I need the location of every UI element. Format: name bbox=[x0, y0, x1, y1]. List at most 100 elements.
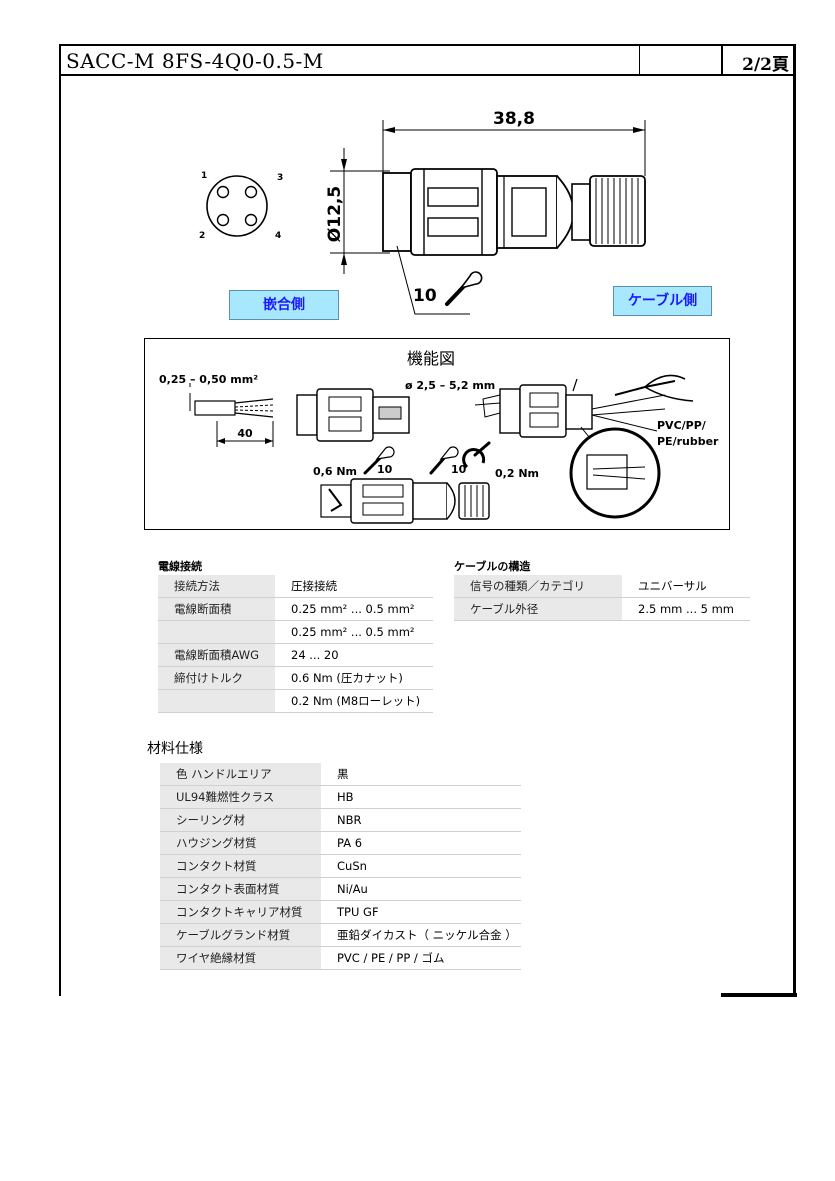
table-row: 締付けトルク 0.6 Nm (圧カナット) bbox=[158, 666, 433, 690]
connector-dimension-drawing: 38,8 Ø12,5 10 bbox=[325, 109, 646, 315]
pin-label-4: 4 bbox=[275, 231, 281, 241]
connector-stage-1 bbox=[296, 388, 410, 442]
cable-diameter-label: ø 2,5 – 5,2 mm bbox=[405, 379, 496, 392]
pin-label-3: 3 bbox=[277, 173, 283, 183]
table-row: コンタクト材質 CuSn bbox=[160, 854, 521, 878]
table-row: UL94難燃性クラス HB bbox=[160, 785, 521, 809]
page-number: 2/2頁 bbox=[742, 55, 789, 75]
table-row: ケーブル外径 2.5 mm ... 5 mm bbox=[454, 597, 750, 621]
wrench-icon bbox=[445, 271, 483, 306]
table-row: ワイヤ絶縁材質 PVC / PE / PP / ゴム bbox=[160, 946, 521, 970]
function-diagram: 機能図 0,25 – 0,50 mm² ø 2,5 – 5,2 mm PVC/P… bbox=[144, 338, 730, 530]
title-block-empty-cell bbox=[639, 46, 722, 74]
stripped-cable-illustration: 40 bbox=[189, 383, 274, 447]
diameter-dimension: Ø12,5 bbox=[325, 186, 345, 242]
table-value: NBR bbox=[321, 808, 521, 832]
cable-structure-title: ケーブルの構造 bbox=[454, 560, 531, 573]
wire-cutter-icon bbox=[614, 374, 694, 402]
assembled-connector bbox=[320, 478, 490, 524]
table-key: コンタクト表面材質 bbox=[160, 877, 321, 901]
cable-structure-table: 信号の種類／カテゴリ ユニバーサル ケーブル外径 2.5 mm ... 5 mm bbox=[454, 575, 750, 621]
table-row: ハウジング材質 PA 6 bbox=[160, 831, 521, 855]
wire-connection-title: 電線接続 bbox=[158, 560, 202, 573]
title-block: SACC-M 8FS-4Q0-0.5-M 2/2頁 bbox=[59, 44, 796, 76]
pin-label-1: 1 bbox=[201, 171, 207, 181]
table-row: 0.25 mm² ... 0.5 mm² bbox=[158, 620, 433, 644]
pin-2 bbox=[216, 213, 230, 227]
pin-4 bbox=[244, 213, 258, 227]
table-key: 色 ハンドルエリア bbox=[160, 763, 321, 786]
length-dimension: 38,8 bbox=[493, 109, 535, 129]
table-key: 接続方法 bbox=[158, 575, 275, 598]
table-key: ケーブルグランド材質 bbox=[160, 923, 321, 947]
table-value: 0.2 Nm (M8ローレット) bbox=[275, 689, 433, 713]
table-value: 0.6 Nm (圧カナット) bbox=[275, 666, 433, 690]
table-value: 24 ... 20 bbox=[275, 643, 433, 667]
table-value: 0.25 mm² ... 0.5 mm² bbox=[275, 597, 433, 621]
connector-body bbox=[382, 168, 646, 256]
table-row: コンタクトキャリア材質 TPU GF bbox=[160, 900, 521, 924]
table-key bbox=[158, 689, 275, 713]
table-key: ハウジング材質 bbox=[160, 831, 321, 855]
table-value: CuSn bbox=[321, 854, 521, 878]
table-value: 2.5 mm ... 5 mm bbox=[622, 597, 750, 621]
table-key: UL94難燃性クラス bbox=[160, 785, 321, 809]
wrench-icon-2 bbox=[429, 446, 459, 475]
cable-side-label: ケーブル側 bbox=[613, 286, 712, 316]
material-spec-title: 材料仕様 bbox=[147, 741, 203, 757]
mating-side-label: 嵌合側 bbox=[229, 290, 339, 320]
table-value: TPU GF bbox=[321, 900, 521, 924]
table-key bbox=[158, 620, 275, 644]
strip-length-label: 40 bbox=[237, 427, 253, 440]
table-row: 接続方法 圧接接続 bbox=[158, 575, 433, 598]
table-value: 0.25 mm² ... 0.5 mm² bbox=[275, 620, 433, 644]
connector-stage-2 bbox=[474, 378, 666, 438]
table-value: PA 6 bbox=[321, 831, 521, 855]
detail-magnifier bbox=[569, 426, 661, 519]
table-key: ワイヤ絶縁材質 bbox=[160, 946, 321, 970]
table-row: コンタクト表面材質 Ni/Au bbox=[160, 877, 521, 901]
function-diagram-drawing: 40 bbox=[189, 374, 694, 524]
table-key: 信号の種類／カテゴリ bbox=[454, 575, 622, 598]
wire-cross-section-label: 0,25 – 0,50 mm² bbox=[159, 373, 259, 386]
table-row: 電線断面積 0.25 mm² ... 0.5 mm² bbox=[158, 597, 433, 621]
pin-layout-diagram: 1 3 2 4 bbox=[199, 171, 283, 241]
wrench-size: 10 bbox=[413, 286, 437, 306]
hook-wrench-icon bbox=[462, 441, 491, 469]
table-row: ケーブルグランド材質 亜鉛ダイカスト（ ニッケル合金 ） bbox=[160, 923, 521, 947]
document-title: SACC-M 8FS-4Q0-0.5-M bbox=[66, 49, 324, 73]
table-value: 黒 bbox=[321, 763, 521, 786]
torque-1-label: 0,6 Nm bbox=[313, 465, 357, 478]
table-key: 電線断面積AWG bbox=[158, 643, 275, 667]
cable-material-label-line1: PVC/PP/ bbox=[657, 419, 706, 432]
connector-face bbox=[206, 175, 268, 237]
table-key: 電線断面積 bbox=[158, 597, 275, 621]
wrench-2-size: 10 bbox=[451, 463, 467, 476]
table-value: 圧接接続 bbox=[275, 575, 433, 598]
wire-connection-table: 接続方法 圧接接続 電線断面積 0.25 mm² ... 0.5 mm² 0.2… bbox=[158, 575, 433, 713]
cable-material-label-line2: PE/rubber bbox=[657, 435, 719, 448]
table-value: ユニバーサル bbox=[622, 575, 750, 598]
table-row: 信号の種類／カテゴリ ユニバーサル bbox=[454, 575, 750, 598]
frame-corner-mark bbox=[721, 993, 797, 997]
wrench-icon-1 bbox=[363, 446, 395, 475]
table-key: シーリング材 bbox=[160, 808, 321, 832]
wrench-1-size: 10 bbox=[377, 463, 393, 476]
pin-label-2: 2 bbox=[199, 231, 205, 241]
table-row: 色 ハンドルエリア 黒 bbox=[160, 763, 521, 786]
pin-1 bbox=[216, 185, 230, 199]
table-value: PVC / PE / PP / ゴム bbox=[321, 946, 521, 970]
table-row: シーリング材 NBR bbox=[160, 808, 521, 832]
function-diagram-title: 機能図 bbox=[407, 349, 456, 368]
table-row: 0.2 Nm (M8ローレット) bbox=[158, 689, 433, 713]
title-block-page-cell: 2/2頁 bbox=[721, 46, 795, 75]
table-value: Ni/Au bbox=[321, 877, 521, 901]
table-value: 亜鉛ダイカスト（ ニッケル合金 ） bbox=[321, 923, 521, 947]
material-spec-table: 色 ハンドルエリア 黒 UL94難燃性クラス HB シーリング材 NBR ハウジ… bbox=[160, 763, 521, 970]
table-key: コンタクト材質 bbox=[160, 854, 321, 878]
table-value: HB bbox=[321, 785, 521, 809]
pin-3 bbox=[244, 185, 258, 199]
torque-2-label: 0,2 Nm bbox=[495, 467, 539, 480]
table-row: 電線断面積AWG 24 ... 20 bbox=[158, 643, 433, 667]
table-key: 締付けトルク bbox=[158, 666, 275, 690]
